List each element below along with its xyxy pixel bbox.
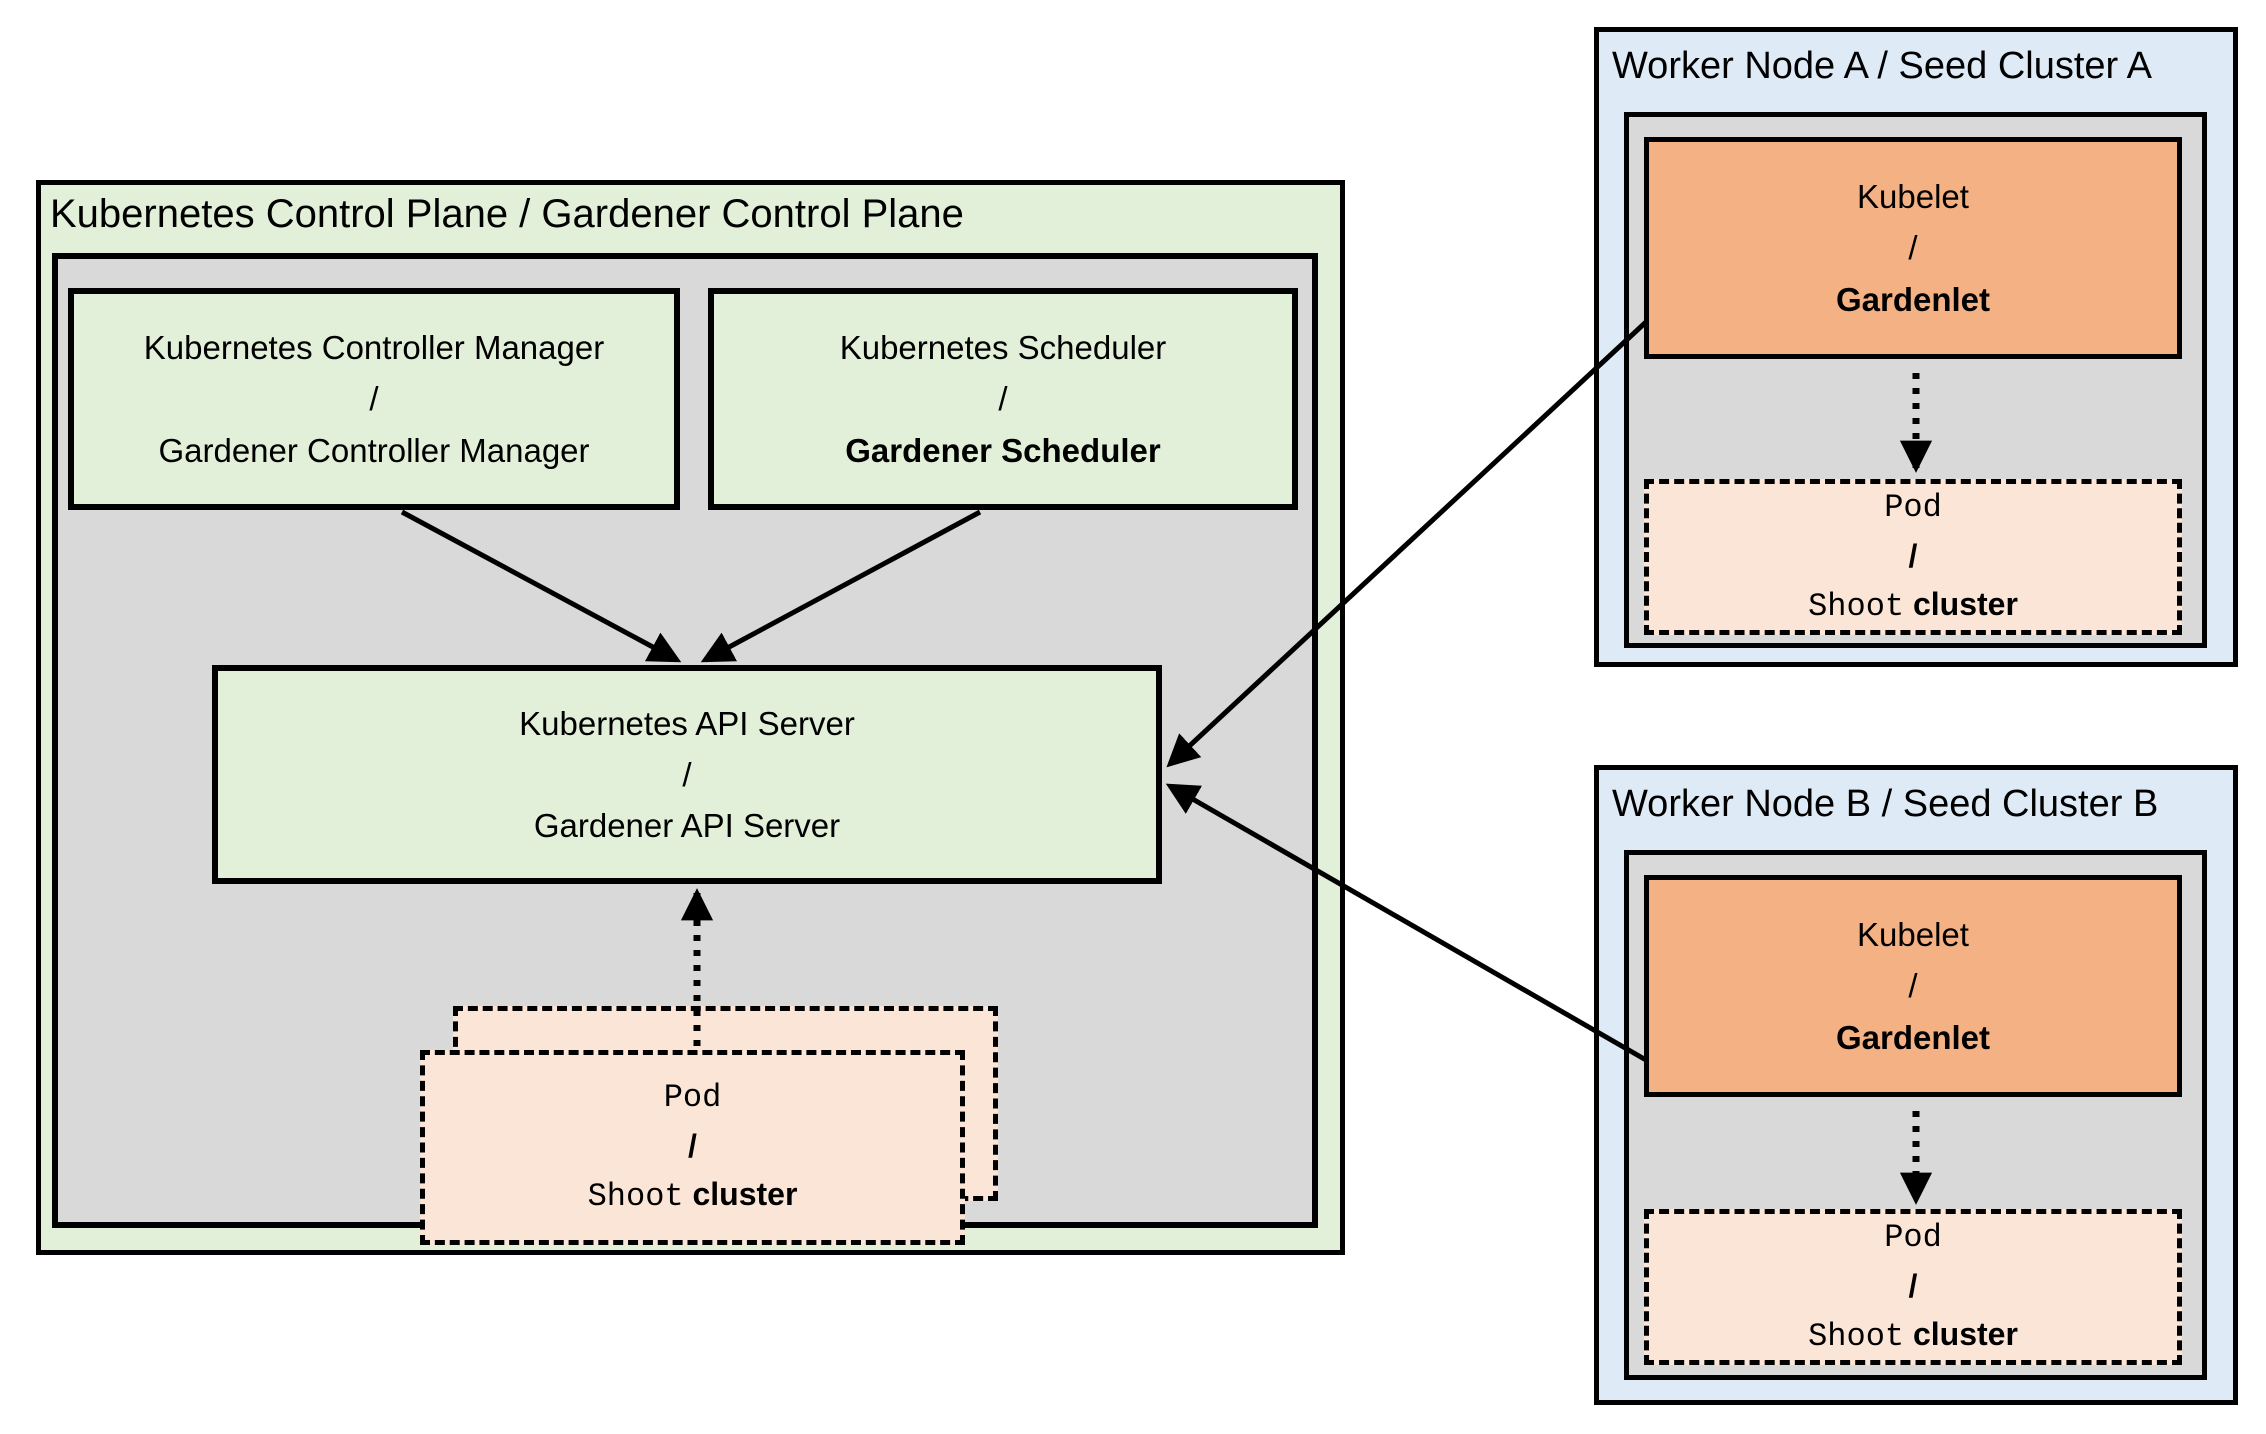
scheduler-slash: / — [998, 380, 1008, 418]
kubelet-a-line1: Kubelet — [1857, 178, 1969, 216]
pod-shoot-text: Shoot — [587, 1178, 684, 1215]
pod-shoot-cluster-b-box: Pod / Shoot cluster — [1644, 1209, 2182, 1365]
pod-a-shoot-text: Shoot — [1808, 587, 1905, 625]
api-server-slash: / — [682, 755, 692, 793]
kubelet-b-line1: Kubelet — [1857, 916, 1969, 954]
pod-shoot-cluster-front-box: Pod / Shoot cluster — [420, 1050, 965, 1245]
kubelet-gardenlet-a-box: Kubelet / Gardenlet — [1644, 137, 2182, 359]
controller-manager-line1: Kubernetes Controller Manager — [143, 329, 605, 367]
scheduler-line1: Kubernetes Scheduler — [839, 329, 1167, 367]
scheduler-line3: Gardener Scheduler — [845, 431, 1161, 469]
pod-b-line1: Pod — [1884, 1218, 1942, 1256]
controller-manager-line3: Gardener Controller Manager — [158, 431, 590, 469]
pod-b-line3: Shoot cluster — [1808, 1310, 2018, 1361]
pod-line3: Shoot cluster — [588, 1170, 798, 1221]
controller-manager-box: Kubernetes Controller Manager / Gardener… — [68, 288, 680, 510]
kubelet-b-slash: / — [1908, 967, 1918, 1005]
scheduler-box: Kubernetes Scheduler / Gardener Schedule… — [708, 288, 1298, 510]
controller-manager-slash: / — [369, 380, 379, 418]
pod-a-line3: Shoot cluster — [1808, 580, 2018, 631]
pod-b-slash: / — [1908, 1267, 1918, 1304]
pod-cluster-text: cluster — [692, 1176, 798, 1212]
kubelet-b-line3: Gardenlet — [1835, 1018, 1991, 1056]
control-plane-title: Kubernetes Control Plane / Gardener Cont… — [50, 192, 964, 236]
worker-node-a-title: Worker Node A / Seed Cluster A — [1612, 45, 2153, 87]
api-server-box: Kubernetes API Server / Gardener API Ser… — [212, 665, 1162, 884]
api-server-line1: Kubernetes API Server — [519, 704, 855, 742]
pod-a-slash: / — [1908, 537, 1918, 574]
pod-b-shoot-text: Shoot — [1808, 1317, 1905, 1355]
kubelet-gardenlet-b-box: Kubelet / Gardenlet — [1644, 875, 2182, 1097]
pod-b-cluster-text: cluster — [1912, 1315, 2018, 1352]
pod-line1: Pod — [663, 1079, 722, 1116]
pod-a-cluster-text: cluster — [1912, 585, 2018, 622]
kubelet-a-line3: Gardenlet — [1835, 280, 1991, 318]
pod-slash: / — [688, 1128, 697, 1164]
pod-shoot-cluster-a-box: Pod / Shoot cluster — [1644, 479, 2182, 635]
worker-node-b-title: Worker Node B / Seed Cluster B — [1612, 783, 2159, 825]
kubelet-a-slash: / — [1908, 229, 1918, 267]
pod-a-line1: Pod — [1884, 488, 1942, 526]
api-server-line3: Gardener API Server — [533, 807, 841, 845]
